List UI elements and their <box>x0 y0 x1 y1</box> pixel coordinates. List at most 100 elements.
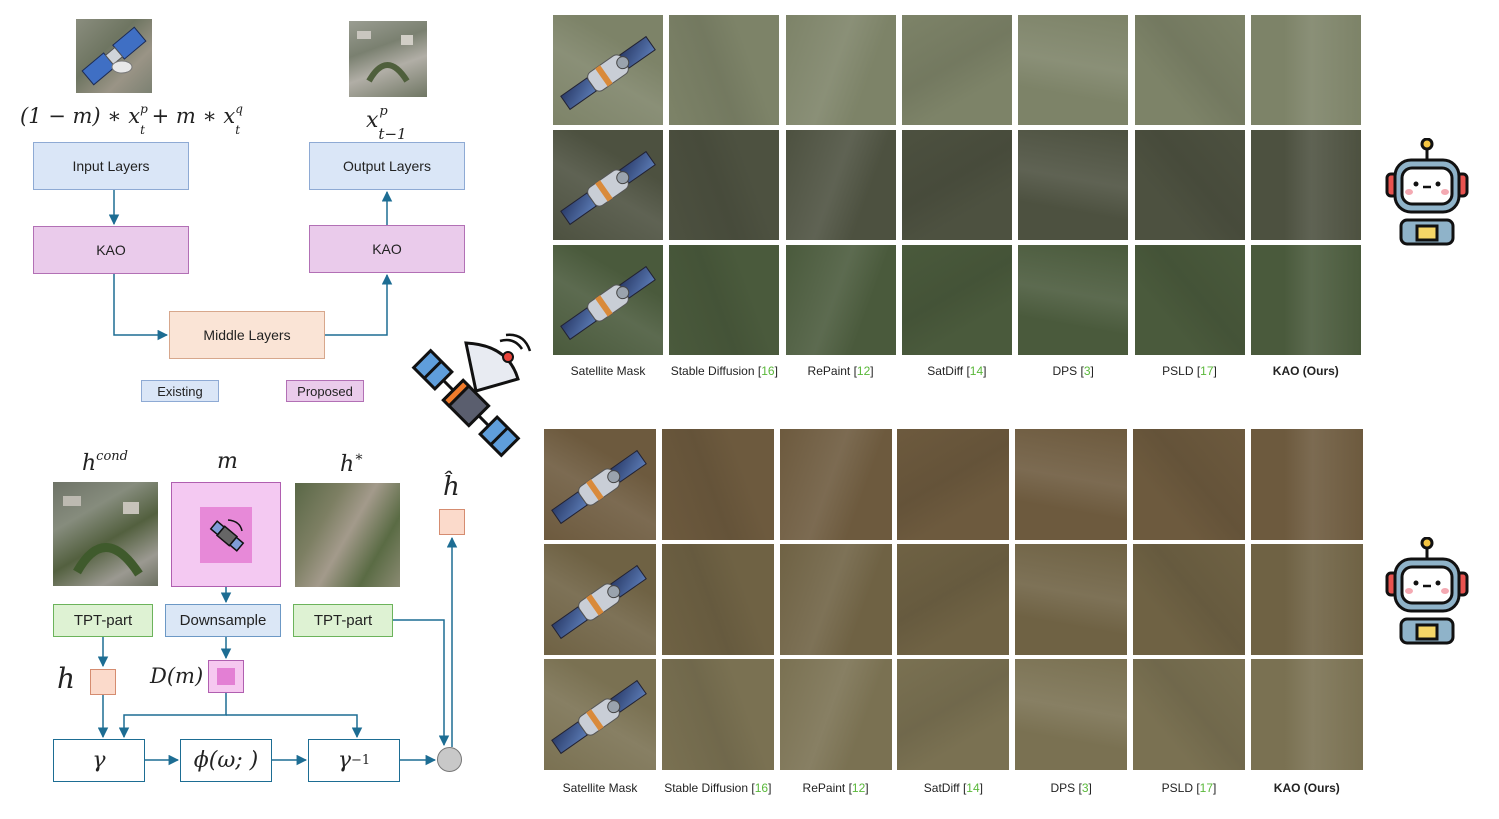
h-square <box>90 669 116 695</box>
result-tile <box>1250 245 1361 355</box>
h-hat-square <box>439 509 465 535</box>
result-tile <box>901 15 1012 125</box>
result-tile <box>1134 130 1245 240</box>
column-caption: SatDiff [14] <box>923 781 983 795</box>
result-tile <box>661 429 774 540</box>
citation-ref[interactable]: 12 <box>856 364 871 378</box>
legend-existing: Existing <box>141 380 219 402</box>
kao-left-box: KAO <box>33 226 189 274</box>
h-cond-image <box>53 482 158 586</box>
caption-text: Stable Diffusion <box>670 364 758 378</box>
caption-text: KAO (Ours) <box>1273 781 1340 795</box>
tpt-part-left-box: TPT-part <box>53 604 153 637</box>
mask-image <box>171 482 281 587</box>
column-caption: RePaint [12] <box>807 364 874 378</box>
result-tile <box>901 130 1012 240</box>
result-tile <box>785 130 896 240</box>
downsample-box: Downsample <box>165 604 281 637</box>
caption-text: Satellite Mask <box>562 781 638 795</box>
result-tile <box>1133 429 1245 540</box>
result-tile <box>669 245 780 355</box>
caption-text: SatDiff <box>927 364 967 378</box>
satellite-overlay-icon <box>560 150 656 226</box>
h-hat-label: ĥ <box>443 472 460 502</box>
result-tile <box>785 245 896 355</box>
result-tile <box>661 659 774 770</box>
robot-icon <box>1385 138 1469 246</box>
caption-text: PSLD <box>1161 781 1197 795</box>
result-tile <box>1250 15 1361 125</box>
caption-text: DPS <box>1050 781 1079 795</box>
satellite-mask-icon <box>81 26 147 86</box>
column-caption: KAO (Ours) <box>1274 781 1340 795</box>
result-tile <box>1018 130 1129 240</box>
satellite-overlay-icon <box>551 679 647 755</box>
dm-label: D(m) <box>150 664 204 688</box>
result-tile <box>901 245 1012 355</box>
kao-right-box: KAO <box>309 225 465 273</box>
masked-input-tile <box>544 429 656 540</box>
result-tile <box>779 544 892 655</box>
result-tile <box>785 15 896 125</box>
dm-square <box>208 660 244 693</box>
column-caption: Stable Diffusion [16] <box>664 781 772 795</box>
column-caption: DPS [3] <box>1050 781 1092 795</box>
satellite-overlay-icon <box>560 265 656 341</box>
column-caption: PSLD [17] <box>1161 781 1217 795</box>
result-tile <box>1018 15 1129 125</box>
citation-ref[interactable]: 14 <box>966 781 980 795</box>
caption-text: RePaint <box>802 781 849 795</box>
column-caption: PSLD [17] <box>1162 364 1217 378</box>
result-tile <box>897 429 1010 540</box>
masked-input-tile <box>544 544 656 655</box>
sum-node <box>437 747 462 772</box>
bottom-diagram-arrows <box>97 536 458 766</box>
result-tile <box>1134 15 1245 125</box>
top-diagram-arrows <box>108 190 393 341</box>
h-star-label: h∗ <box>340 449 364 477</box>
result-tile <box>779 659 892 770</box>
citation-ref[interactable]: 16 <box>754 781 769 795</box>
result-tile <box>661 544 774 655</box>
citation-ref[interactable]: 12 <box>851 781 866 795</box>
column-caption: KAO (Ours) <box>1273 364 1339 378</box>
caption-text: Stable Diffusion <box>664 781 752 795</box>
result-tile <box>1250 544 1363 655</box>
satellite-overlay-icon <box>551 449 647 525</box>
result-tile <box>1250 130 1361 240</box>
result-tile <box>779 429 892 540</box>
masked-input-tile <box>553 245 663 355</box>
result-tile <box>1015 544 1128 655</box>
output-terrain-shape <box>357 31 413 83</box>
caption-text: PSLD <box>1162 364 1197 378</box>
h-cond-terrain-shape <box>63 496 143 577</box>
h-cond-label: hcond <box>82 449 128 476</box>
masked-input-tile <box>553 15 663 125</box>
citation-ref[interactable]: 17 <box>1199 781 1214 795</box>
caption-text: DPS <box>1052 364 1081 378</box>
satellite-overlay-icon <box>551 564 647 640</box>
citation-ref[interactable]: 17 <box>1200 364 1214 378</box>
result-tile <box>1250 659 1363 770</box>
citation-ref[interactable]: 3 <box>1083 364 1091 378</box>
output-thumbnail <box>349 21 427 97</box>
column-caption: Satellite Mask <box>571 364 646 378</box>
masked-input-thumbnail <box>76 19 152 93</box>
column-caption: DPS [3] <box>1052 364 1094 378</box>
result-tile <box>897 659 1010 770</box>
result-tile <box>1015 659 1128 770</box>
result-tile <box>1133 659 1245 770</box>
citation-ref[interactable]: 16 <box>761 364 775 378</box>
result-tile <box>1015 429 1128 540</box>
citation-ref[interactable]: 3 <box>1081 781 1089 795</box>
citation-ref[interactable]: 14 <box>969 364 984 378</box>
result-tile <box>1018 245 1129 355</box>
caption-text: Satellite Mask <box>570 364 646 378</box>
result-tile <box>1250 429 1363 540</box>
tpt-part-right-box: TPT-part <box>293 604 393 637</box>
mask-satellite-icon <box>209 519 245 552</box>
column-caption: RePaint [12] <box>802 781 869 795</box>
m-label: m <box>217 449 238 474</box>
result-tile <box>897 544 1010 655</box>
